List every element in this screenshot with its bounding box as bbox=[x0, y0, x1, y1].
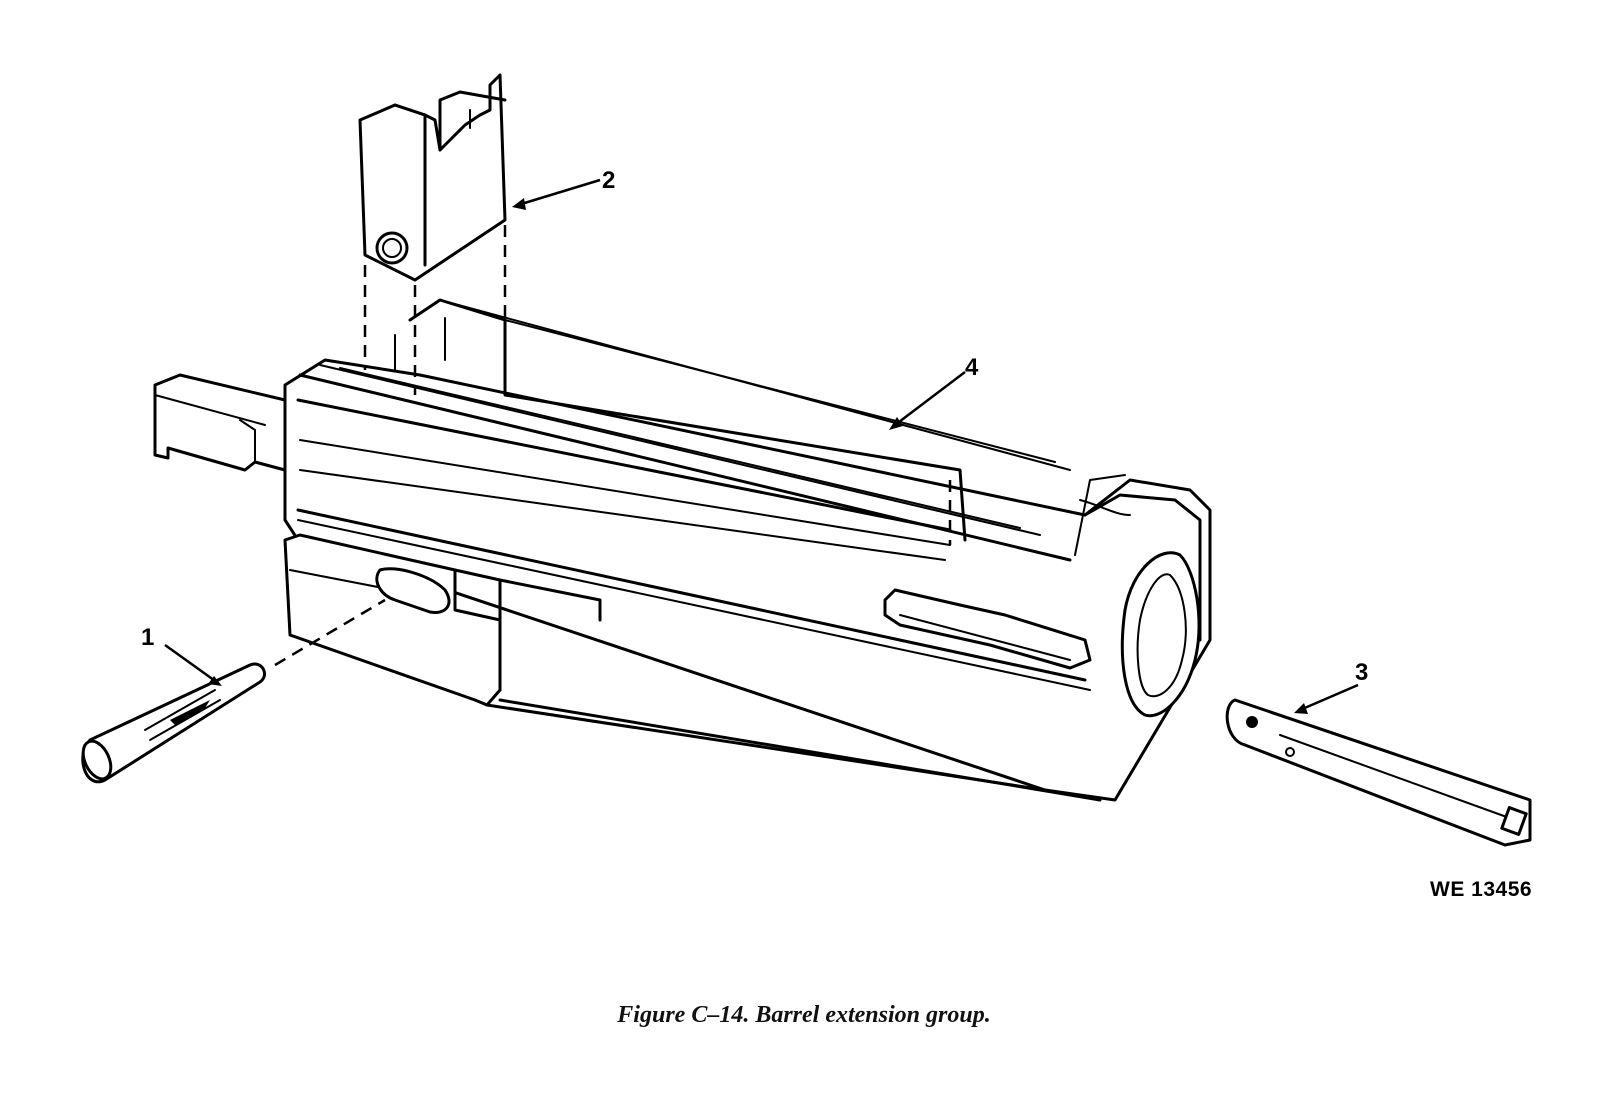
callout-4: 4 bbox=[965, 354, 979, 381]
barrel-extension-part bbox=[153, 298, 1212, 802]
figure-caption: Figure C–14. Barrel extension group. bbox=[617, 1002, 991, 1028]
part-2-block bbox=[358, 73, 952, 545]
leader-lines bbox=[164, 178, 1359, 714]
part-1-pin bbox=[81, 598, 386, 784]
part-3-lever bbox=[1225, 698, 1532, 847]
callout-1: 1 bbox=[141, 624, 154, 651]
callout-3: 3 bbox=[1355, 659, 1368, 686]
figure-reference-number: WE 13456 bbox=[1430, 878, 1533, 901]
callout-2: 2 bbox=[602, 167, 615, 194]
